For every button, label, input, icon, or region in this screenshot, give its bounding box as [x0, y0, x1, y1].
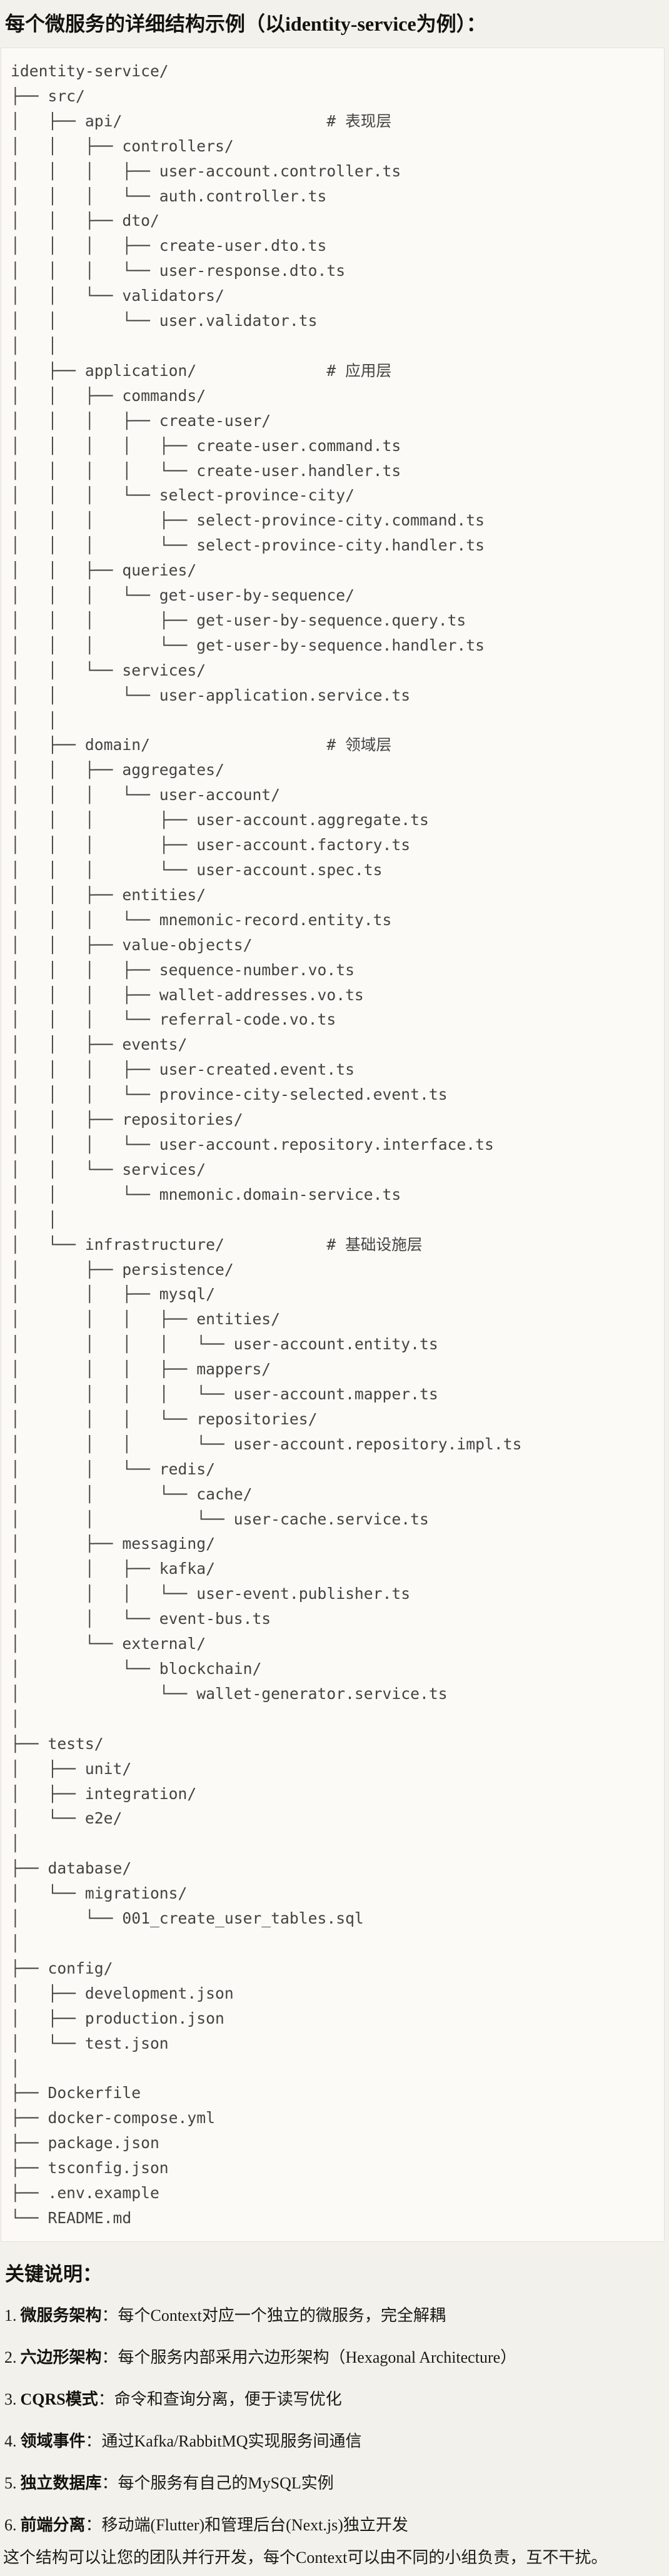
note-label: 六边形架构 [20, 2348, 102, 2366]
note-colon: ： [101, 2348, 118, 2366]
note-label: 独立数据库 [20, 2473, 102, 2492]
note-text: 每个服务有自己的MySQL实例 [118, 2473, 334, 2492]
note-number: 5. [4, 2473, 17, 2492]
note-text: 每个服务内部采用六边形架构（Hexagonal Architecture） [118, 2348, 517, 2366]
note-number: 6. [4, 2515, 17, 2534]
note-colon: ： [101, 2306, 118, 2325]
file-tree: identity-service/ ├── src/ │ ├── api/ # … [11, 62, 522, 2227]
note-item-independent-db: 5.独立数据库：每个服务有自己的MySQL实例 [4, 2473, 669, 2493]
note-text: 每个Context对应一个独立的微服务，完全解耦 [118, 2306, 446, 2325]
note-number: 3. [4, 2390, 17, 2408]
note-colon: ： [98, 2390, 114, 2408]
note-label: CQRS模式 [20, 2390, 98, 2408]
note-number: 2. [4, 2348, 17, 2366]
closing-paragraph: 这个结构可以让您的团队并行开发，每个Context可以由不同的小组负责，互不干扰… [3, 2548, 608, 2567]
note-item-frontend-separation: 6.前端分离：移动端(Flutter)和管理后台(Next.js)独立开发 [4, 2515, 669, 2535]
page-title: 每个微服务的详细结构示例（以identity-service为例）： [5, 13, 486, 35]
note-label: 微服务架构 [20, 2306, 102, 2325]
note-number: 4. [4, 2431, 17, 2450]
note-colon: ： [85, 2515, 102, 2534]
file-tree-code-block: identity-service/ ├── src/ │ ├── api/ # … [1, 48, 665, 2242]
note-colon: ： [85, 2431, 102, 2450]
note-label: 前端分离 [20, 2515, 86, 2534]
note-item-microservice: 1.微服务架构：每个Context对应一个独立的微服务，完全解耦 [4, 2306, 669, 2326]
note-item-hexagonal: 2.六边形架构：每个服务内部采用六边形架构（Hexagonal Architec… [4, 2348, 669, 2368]
note-text: 移动端(Flutter)和管理后台(Next.js)独立开发 [101, 2515, 408, 2534]
note-number: 1. [4, 2306, 17, 2325]
note-label: 领域事件 [20, 2431, 86, 2450]
note-text: 通过Kafka/RabbitMQ实现服务间通信 [101, 2431, 362, 2450]
notes-list: 1.微服务架构：每个Context对应一个独立的微服务，完全解耦 2.六边形架构… [4, 2306, 669, 2535]
note-item-domain-events: 4.领域事件：通过Kafka/RabbitMQ实现服务间通信 [4, 2431, 669, 2452]
note-text: 命令和查询分离，便于读写优化 [114, 2390, 342, 2408]
note-colon: ： [101, 2473, 118, 2492]
notes-heading: 关键说明： [5, 2263, 102, 2285]
note-item-cqrs: 3.CQRS模式：命令和查询分离，便于读写优化 [4, 2390, 669, 2410]
